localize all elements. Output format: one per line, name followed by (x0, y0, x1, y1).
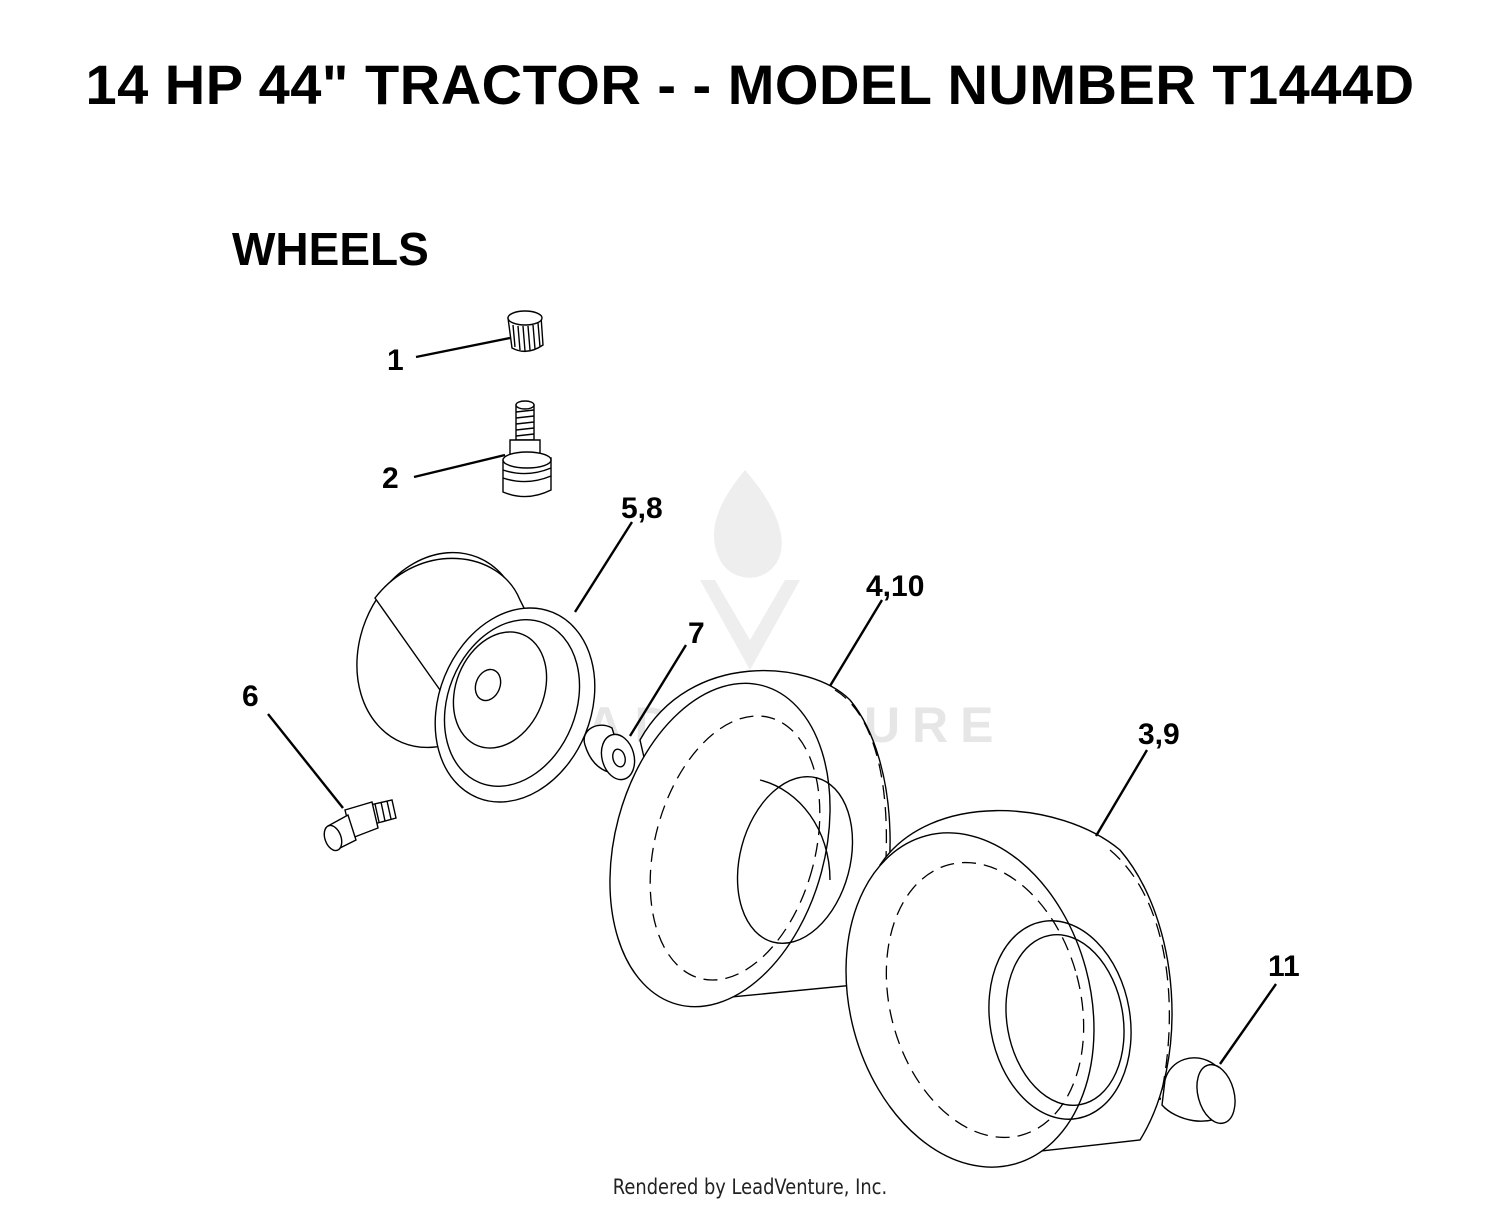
page-title: 14 HP 44" TRACTOR - - MODEL NUMBER T1444… (85, 53, 1415, 116)
callout-4-10[interactable]: 4,10 (866, 570, 924, 603)
valve-cap-part[interactable] (507, 310, 544, 353)
footer-credit: Rendered by LeadVenture, Inc. (612, 1175, 888, 1199)
callout-2[interactable]: 2 (382, 462, 399, 495)
callout-11[interactable]: 11 (1268, 950, 1300, 983)
valve-stem-part[interactable] (502, 400, 552, 498)
leader-line-4-10 (828, 599, 884, 687)
wheel-rim-part[interactable] (328, 527, 623, 826)
bushing-part[interactable] (583, 724, 639, 783)
front-tire-part[interactable] (576, 658, 891, 1031)
hub-cap-part[interactable] (1161, 1057, 1241, 1128)
section-title: WHEELS (232, 223, 429, 275)
leader-line-3-9 (1094, 749, 1149, 837)
callout-6[interactable]: 6 (242, 680, 259, 713)
leader-line-11 (1219, 983, 1277, 1065)
callout-5-8[interactable]: 5,8 (621, 492, 663, 525)
rear-tire-part[interactable] (810, 805, 1173, 1196)
callout-7[interactable]: 7 (688, 617, 705, 650)
callout-1[interactable]: 1 (387, 344, 404, 377)
leader-line-6 (267, 713, 344, 809)
callout-3-9[interactable]: 3,9 (1138, 718, 1180, 751)
grease-fitting-part[interactable] (321, 799, 397, 853)
leader-line-2 (413, 453, 506, 479)
leader-line-5-8 (573, 521, 634, 613)
leader-line-7 (628, 644, 688, 737)
leader-line-1 (415, 336, 511, 359)
